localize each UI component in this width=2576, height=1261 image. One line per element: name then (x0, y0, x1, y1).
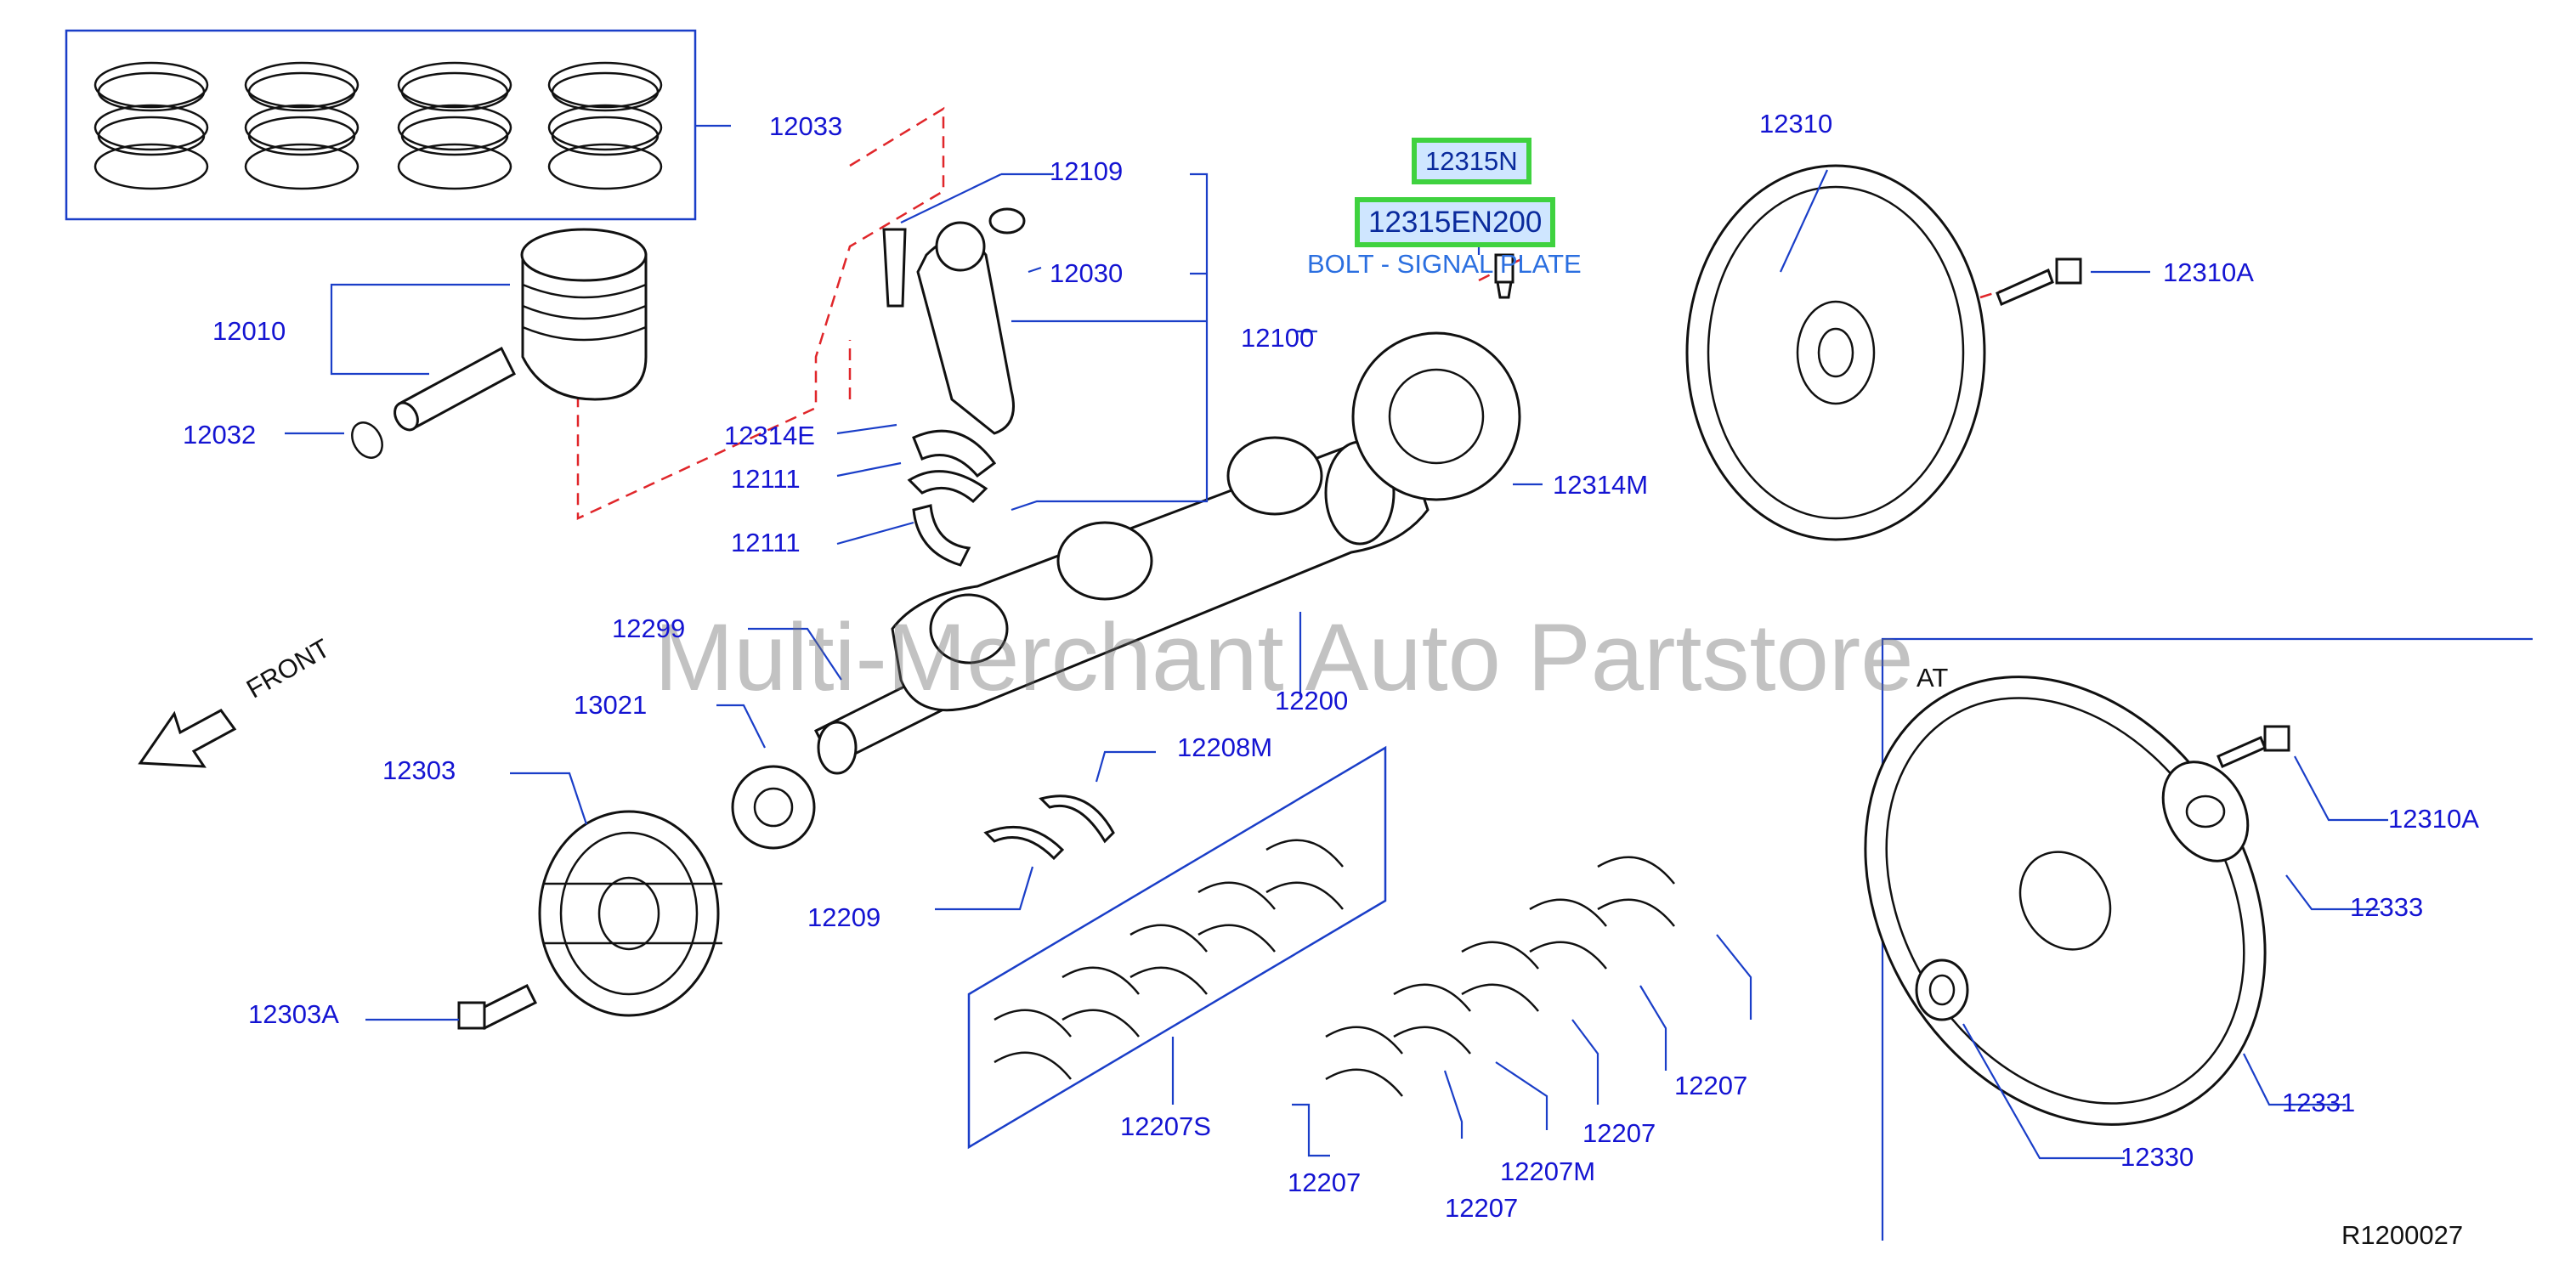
pilot-bushing (1915, 958, 1969, 1021)
callout-12330[interactable]: 12330 (2120, 1142, 2194, 1172)
front-arrow-icon (138, 709, 237, 768)
drive-plate-bolt (2216, 725, 2290, 768)
callout-12314M[interactable]: 12314M (1553, 470, 1649, 500)
conrod-bearing-upper (912, 429, 997, 478)
callout-12299[interactable]: 12299 (612, 614, 686, 643)
callout-12314E[interactable]: 12314E (724, 421, 815, 450)
callout-12207M[interactable]: 12207M (1500, 1156, 1596, 1186)
at-section-border (1881, 637, 2533, 1241)
piston-ring-set-box (65, 29, 697, 221)
piston-ring-set (93, 61, 663, 190)
at-label: AT (1916, 663, 1949, 693)
highlighted-part-number-a[interactable]: 12315N (1412, 138, 1531, 184)
main-bearing-set-box (967, 745, 1387, 1150)
thrust-washer-a (983, 825, 1065, 861)
callout-13021[interactable]: 13021 (574, 690, 648, 720)
callout-12200[interactable]: 12200 (1275, 686, 1349, 715)
conrod-bearing-top (907, 470, 988, 504)
snap-ring (351, 421, 383, 459)
main-bearing-set (994, 839, 1344, 1080)
conrod-bearing-lower (912, 504, 971, 567)
flywheel-bolt (1996, 257, 2082, 306)
callout-12207-c[interactable]: 12207 (1582, 1118, 1656, 1148)
reinforcement-plate (2161, 761, 2250, 862)
callout-12010[interactable]: 12010 (212, 316, 286, 346)
piston (520, 228, 648, 401)
thrust-washer-b (1039, 794, 1115, 844)
callout-12032[interactable]: 12032 (183, 420, 257, 450)
callout-12207-a[interactable]: 12207 (1288, 1168, 1362, 1197)
main-bearing-pieces (1325, 856, 1675, 1097)
signal-plate-bolt (1494, 253, 1514, 299)
callout-12111-lower[interactable]: 12111 (731, 528, 801, 557)
callout-12111-upper[interactable]: 12111 (731, 464, 801, 494)
signal-plate (1351, 331, 1521, 501)
crank-sprocket (731, 765, 816, 850)
piston-pin (393, 346, 516, 432)
highlighted-part-description: BOLT - SIGNAL PLATE (1307, 249, 1582, 279)
pulley-bolt (457, 983, 538, 1031)
callout-12209[interactable]: 12209 (807, 902, 881, 932)
callout-12207-d[interactable]: 12207 (1674, 1071, 1748, 1100)
callout-12331[interactable]: 12331 (2282, 1088, 2356, 1117)
callout-12208M[interactable]: 12208M (1177, 732, 1273, 762)
callout-12310[interactable]: 12310 (1759, 109, 1833, 139)
callout-12303A[interactable]: 12303A (248, 999, 339, 1029)
connecting-rod (882, 207, 1026, 435)
ref-code: R1200027 (2341, 1220, 2464, 1250)
callout-12100[interactable]: 12100 (1241, 323, 1315, 353)
flywheel (1685, 164, 1986, 541)
callout-12030[interactable]: 12030 (1050, 258, 1124, 288)
callout-12207-b[interactable]: 12207 (1445, 1193, 1519, 1223)
callout-12333[interactable]: 12333 (2350, 892, 2424, 922)
leader-lines (285, 169, 2388, 1160)
callout-12109[interactable]: 12109 (1050, 156, 1124, 186)
drive-plate (1864, 676, 2267, 1126)
callout-12033[interactable]: 12033 (769, 111, 843, 141)
callout-12303[interactable]: 12303 (382, 755, 456, 785)
callout-12310A-at[interactable]: 12310A (2388, 804, 2479, 834)
highlighted-part-number-b[interactable]: 12315EN200 (1354, 197, 1556, 247)
callout-12310A[interactable]: 12310A (2163, 257, 2254, 287)
crankshaft (813, 436, 1430, 775)
callout-12207S[interactable]: 12207S (1120, 1111, 1211, 1141)
crank-pulley (538, 810, 722, 1017)
